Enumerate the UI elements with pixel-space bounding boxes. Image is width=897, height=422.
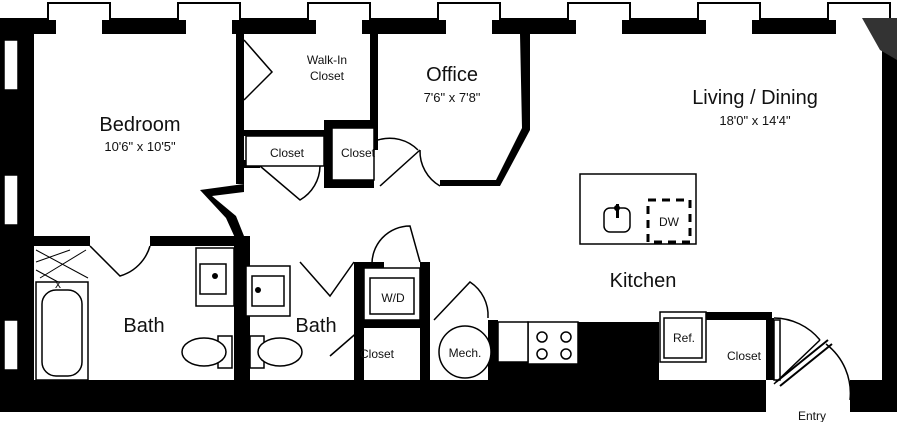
toilets xyxy=(181,335,303,369)
office-dims: 7'6" x 7'8" xyxy=(424,90,481,105)
kitchen-island xyxy=(579,173,697,245)
top-windows xyxy=(0,0,897,34)
right-wall xyxy=(862,18,897,412)
bathtub: x xyxy=(35,277,89,381)
closet-label-c: Closet xyxy=(360,347,395,361)
dishwasher-label: DW xyxy=(659,215,680,229)
closet-label-entry: Closet xyxy=(727,349,762,363)
bedroom-label: Bedroom xyxy=(99,114,180,136)
refrigerator xyxy=(659,311,707,363)
closet-outlines xyxy=(245,127,781,381)
mechanical-label: Mech. xyxy=(449,346,482,360)
svg-text:x: x xyxy=(55,277,61,291)
left-vanity xyxy=(195,247,235,307)
range xyxy=(497,321,579,365)
entry-label: Entry xyxy=(798,409,826,422)
door-swings xyxy=(89,39,852,401)
office-label: Office xyxy=(426,64,478,86)
right-vanity xyxy=(245,265,291,317)
closet-label-b: Closet xyxy=(341,146,376,160)
left-wall xyxy=(0,18,34,412)
walk-in-closet-label-line2: Closet xyxy=(310,69,345,83)
walk-in-closet-label-line1: Walk-In xyxy=(307,53,347,67)
refrigerator-label: Ref. xyxy=(673,331,695,345)
entry-door xyxy=(775,339,833,387)
bedroom-dims: 10'6" x 10'5" xyxy=(104,139,176,154)
living-dining-label: Living / Dining xyxy=(692,87,818,109)
right-bath-label: Bath xyxy=(295,315,336,337)
bath-hatch xyxy=(35,249,89,283)
washer-dryer-label: W/D xyxy=(381,291,405,305)
living-dining-dims: 18'0" x 14'4" xyxy=(719,113,791,128)
bottom-wall xyxy=(0,380,897,412)
kitchen-label: Kitchen xyxy=(610,270,677,292)
left-bath-label: Bath xyxy=(123,315,164,337)
mechanical-unit xyxy=(438,325,492,379)
closet-label-a: Closet xyxy=(270,146,305,160)
